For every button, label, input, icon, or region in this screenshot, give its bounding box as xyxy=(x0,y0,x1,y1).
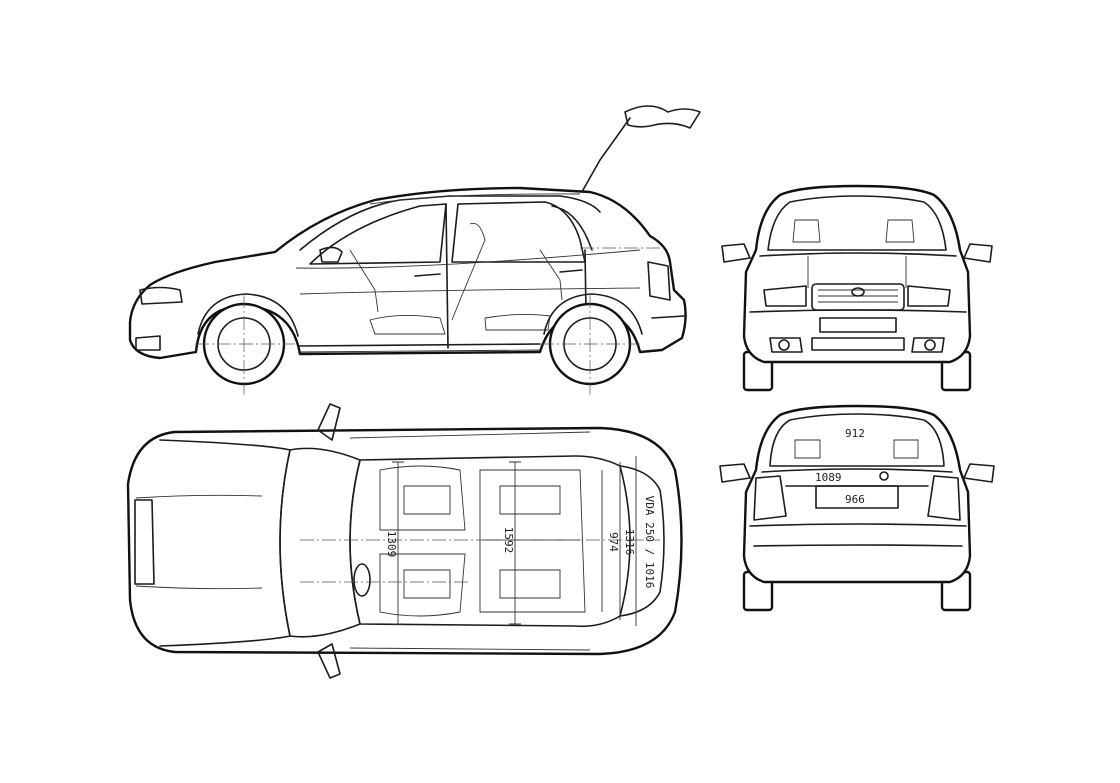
dim-cargo-vda: VDA 250 / 1016 xyxy=(643,496,656,589)
dim-rear-track-lower: 966 xyxy=(845,493,865,506)
dim-rear-track-upper: 912 xyxy=(845,427,865,440)
dim-rear-width: 1089 xyxy=(815,471,842,484)
dim-interior-length-1316: 1316 xyxy=(623,529,636,556)
dim-interior-width-rear: 1592 xyxy=(502,527,515,554)
side-view xyxy=(128,105,701,395)
dim-interior-width-front: 1309 xyxy=(385,531,398,558)
top-view: 1309 1592 974 1316 VDA 250 / 1016 xyxy=(126,403,683,679)
dim-interior-length-974: 974 xyxy=(607,532,620,552)
front-view xyxy=(721,184,993,392)
rear-view: 912 1089 966 xyxy=(719,404,995,612)
